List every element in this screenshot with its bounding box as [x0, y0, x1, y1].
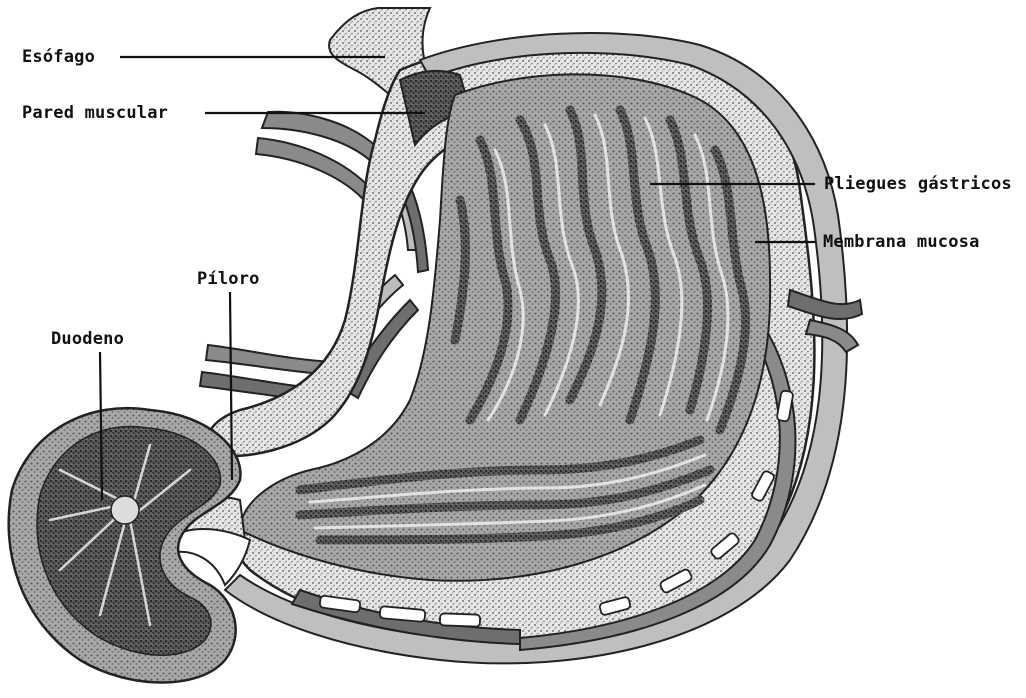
- label-pared-muscular: Pared muscular: [22, 103, 168, 123]
- label-membrana-mucosa: Membrana mucosa: [823, 232, 980, 252]
- label-piloro: Píloro: [197, 269, 260, 289]
- label-pliegues-gastricos: Pliegues gástricos: [824, 174, 1012, 194]
- label-duodeno: Duodeno: [51, 329, 124, 349]
- label-esofago: Esófago: [22, 47, 95, 67]
- stomach-mucosa: [240, 74, 770, 580]
